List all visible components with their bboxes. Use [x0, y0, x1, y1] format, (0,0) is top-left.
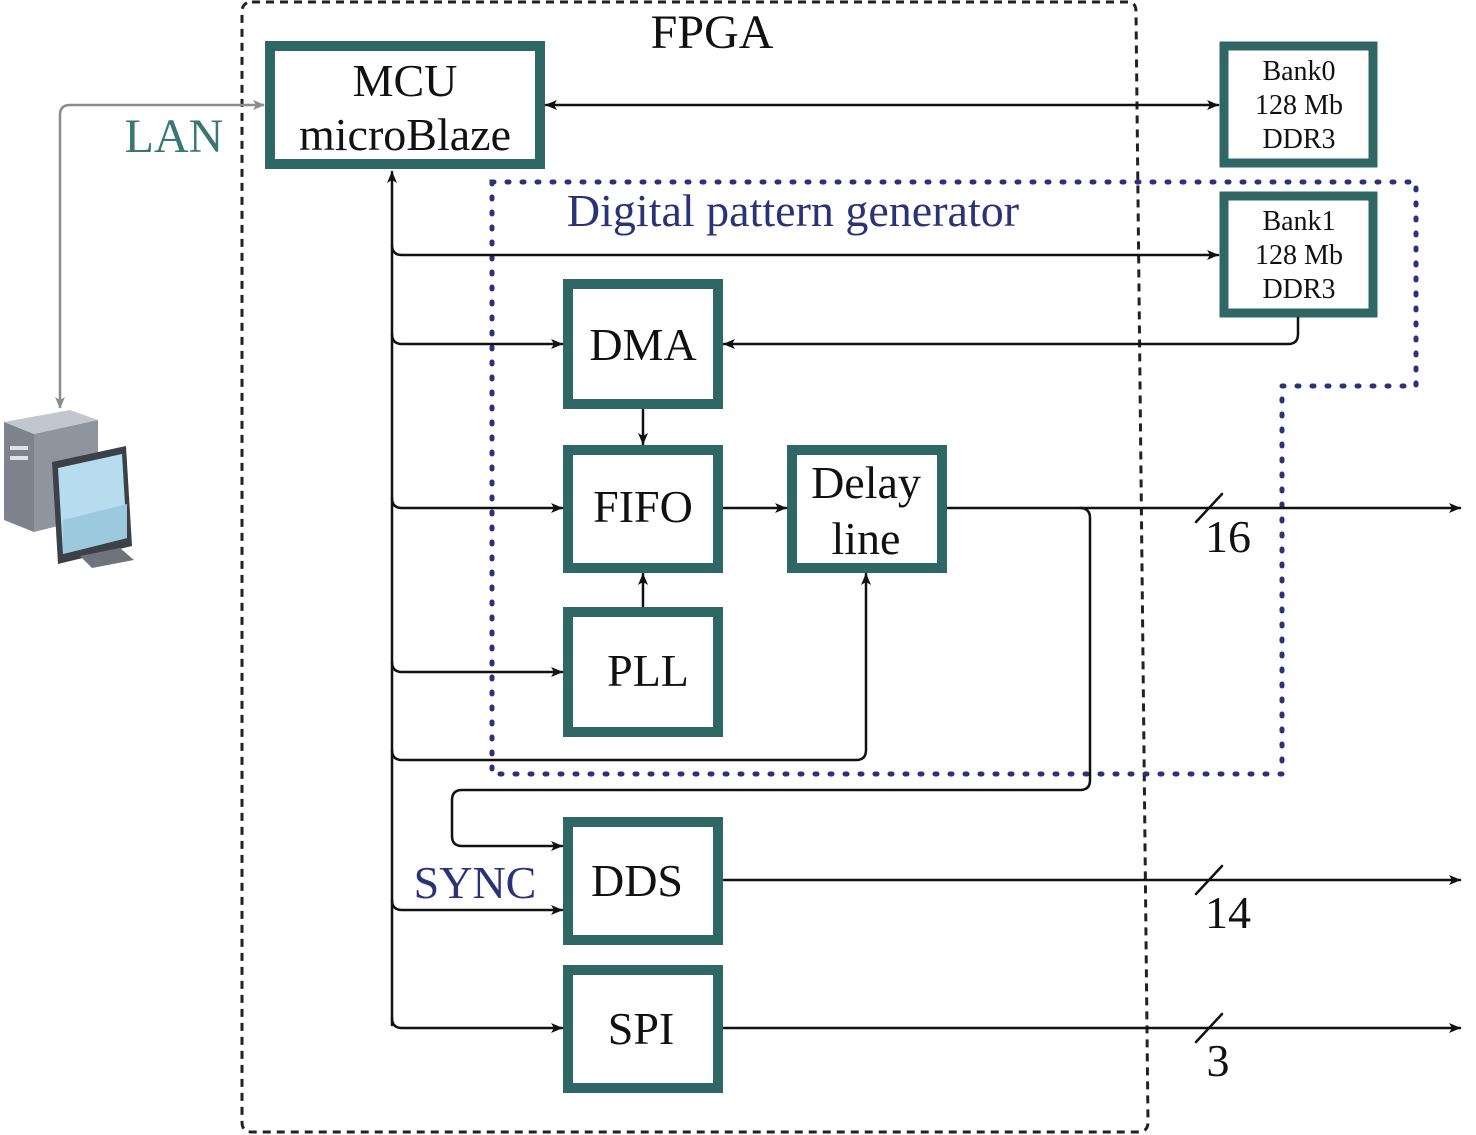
sync-label: SYNC: [414, 857, 537, 908]
fifo-label: FIFO: [593, 481, 693, 532]
mcu-block: [265, 41, 545, 169]
bank1-block: [1219, 191, 1378, 318]
dma-block: [563, 279, 723, 409]
dds-block: [563, 817, 723, 945]
bank0-label-line3: DDR3: [1262, 124, 1335, 155]
fifo-block: [563, 445, 723, 573]
spi-block: [563, 965, 723, 1093]
dpg-boundary: [489, 179, 1419, 777]
bank0-block: [1219, 41, 1378, 168]
bus-tick-16: [1194, 492, 1224, 524]
bus-width-3: 3: [1207, 1035, 1230, 1086]
mcu-dds-wire: [390, 898, 564, 915]
dma-label: DMA: [589, 319, 696, 370]
mcu-delay-wire: [390, 572, 871, 762]
bank1-label-line2: 128 Mb: [1255, 240, 1343, 271]
fpga-label: FPGA: [651, 6, 774, 59]
computer-icon: [4, 410, 134, 568]
dpg-label: Digital pattern generator: [567, 185, 1019, 236]
mcu-label-line1: MCU: [353, 55, 458, 106]
mcu-dma-wire: [390, 332, 564, 349]
pll-block: [563, 607, 723, 737]
delay-line-label-line1: Delay: [811, 457, 921, 508]
delay-line-label-line2: line: [832, 513, 901, 564]
mcu-label-line2: microBlaze: [299, 109, 511, 160]
bus-width-16: 16: [1205, 511, 1251, 562]
fpga-boundary: [240, 0, 1150, 1134]
pll-label: PLL: [607, 645, 689, 696]
mcu-fifo-wire: [390, 496, 564, 513]
dds-label: DDS: [591, 855, 683, 906]
bus-width-14: 14: [1205, 887, 1251, 938]
mcu-bank1-bus: [390, 243, 1220, 260]
bank1-dma-wire: [722, 316, 1300, 349]
lan-label: LAN: [125, 110, 224, 163]
sync-wire: [450, 506, 1092, 851]
spi-label: SPI: [608, 1003, 674, 1054]
delay-line-block: [787, 445, 947, 573]
bank1-label-line1: Bank1: [1262, 206, 1335, 237]
mcu-pll-wire: [390, 660, 564, 677]
bank0-label-line2: 128 Mb: [1255, 90, 1343, 121]
bank0-label-line1: Bank0: [1262, 56, 1335, 87]
bus-tick-3: [1194, 1012, 1224, 1044]
bus-tick-14: [1194, 864, 1224, 896]
lan-wire: [55, 100, 265, 409]
mcu-spi-wire: [390, 1016, 564, 1033]
bank1-label-line3: DDR3: [1262, 274, 1335, 305]
